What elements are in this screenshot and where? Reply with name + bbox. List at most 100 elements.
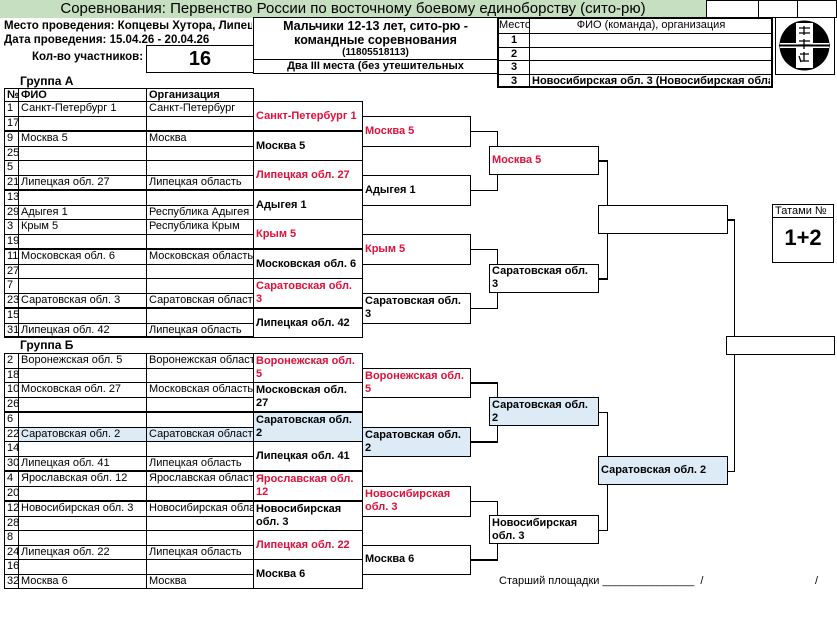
category-code: (11805518113) — [342, 47, 409, 58]
entry-name — [18, 515, 147, 531]
bracket-connector — [598, 160, 608, 162]
logo — [775, 17, 835, 75]
round1-match: Саратовская обл. 3 — [253, 278, 363, 308]
bracket-connector — [470, 559, 498, 561]
entry-num: 26 — [4, 396, 19, 412]
entry-num: 5 — [4, 160, 19, 176]
results-col-name: ФИО (команда), организация — [576, 19, 726, 31]
header-cell — [706, 0, 759, 18]
entry-num: 17 — [4, 115, 19, 131]
entry-name — [18, 396, 147, 412]
round1-match: Московская обл. 6 — [253, 249, 363, 279]
entry-num: 14 — [4, 441, 19, 457]
entry-org — [146, 190, 254, 206]
entry-num: 13 — [4, 190, 19, 206]
round2-match: Саратовская обл. 2 — [362, 426, 471, 457]
entry-num: 25 — [4, 145, 19, 161]
bracket-connector — [470, 441, 498, 443]
round2-match: Москва 5 — [362, 115, 471, 147]
entry-num: 6 — [4, 412, 19, 428]
entry-name — [18, 190, 147, 206]
round2-match: Москва 6 — [362, 544, 471, 575]
category-title: Мальчики 12-13 лет, сито-рю - — [283, 19, 468, 33]
entry-num: 18 — [4, 367, 19, 383]
entry-num: 20 — [4, 485, 19, 501]
round1-match: Москва 5 — [253, 131, 363, 161]
entry-name: Новосибирская обл. 3 — [18, 501, 147, 517]
round3-match: Саратовская обл. 2 — [489, 397, 599, 426]
result-name — [532, 48, 770, 61]
entry-org — [146, 367, 254, 383]
entry-org: Москва — [146, 131, 254, 147]
entry-num: 23 — [4, 292, 19, 308]
round2-match: Крым 5 — [362, 233, 471, 265]
entry-org: Липецкая область — [146, 455, 254, 471]
dates: Дата проведения: 15.04.26 - 20.04.26 — [4, 34, 210, 46]
round4-match — [598, 204, 728, 234]
header-cell — [797, 0, 837, 18]
round1-match: Адыгея 1 — [253, 190, 363, 220]
entry-num: 3 — [4, 219, 19, 235]
entry-name: Москва 6 — [18, 573, 147, 589]
entry-org: Саратовская область — [146, 292, 254, 308]
entry-name: Липецкая обл. 41 — [18, 455, 147, 471]
col-header-org: Организация — [146, 88, 254, 102]
entry-name: Крым 5 — [18, 219, 147, 235]
entry-num: 16 — [4, 559, 19, 575]
entry-org — [146, 115, 254, 131]
entry-org — [146, 485, 254, 501]
round1-match: Липецкая обл. 41 — [253, 441, 363, 471]
participants-count: 16 — [146, 45, 254, 73]
category-subtitle: командные соревнования — [294, 33, 457, 47]
results-row: 3 — [499, 61, 771, 75]
round1-match: Липецкая обл. 27 — [253, 160, 363, 190]
round1-match: Липецкая обл. 42 — [253, 308, 363, 338]
round1-match: Липецкая обл. 22 — [253, 530, 363, 560]
tatami-label: Татами № — [773, 205, 833, 218]
entry-org: Липецкая область — [146, 174, 254, 190]
entry-org: Новосибирская область — [146, 501, 254, 517]
group-a-label: Группа А — [20, 74, 74, 88]
round1-match: Новосибирская обл. 3 — [253, 501, 363, 531]
entry-name: Саратовская обл. 3 — [18, 292, 147, 308]
bracket-connector — [470, 382, 498, 384]
entry-org — [146, 441, 254, 457]
entry-num: 12 — [4, 501, 19, 517]
results-row: 2 — [499, 47, 771, 61]
col-header-num: № — [4, 88, 19, 102]
result-name — [532, 61, 770, 74]
venue: Место проведения: Копцевы Хутора, Липецк… — [4, 20, 252, 32]
entry-num: 30 — [4, 455, 19, 471]
competition-title: Соревнования: Первенство России по восто… — [0, 0, 706, 18]
entry-name — [18, 367, 147, 383]
round1-match: Саратовская обл. 2 — [253, 412, 363, 442]
entry-num: 9 — [4, 131, 19, 147]
signature-slash: / — [815, 575, 819, 587]
entry-org: Ярославская область — [146, 471, 254, 487]
round1-match: Ярославская обл. 12 — [253, 471, 363, 501]
entry-org: Московская область — [146, 382, 254, 398]
entry-num: 21 — [4, 174, 19, 190]
bracket-connector — [598, 411, 608, 413]
entry-name: Адыгея 1 — [18, 204, 147, 220]
entry-name: Московская обл. 27 — [18, 382, 147, 398]
entry-name — [18, 115, 147, 131]
entry-name — [18, 308, 147, 324]
karate-logo-icon — [779, 20, 830, 71]
judge-signature-line: Старший площадки _______________ / — [499, 575, 704, 587]
result-place: 3 — [499, 61, 530, 74]
round2-match: Адыгея 1 — [362, 174, 471, 206]
result-name — [532, 34, 770, 47]
participants-label: Кол-во участников: — [32, 51, 144, 63]
entry-num: 29 — [4, 204, 19, 220]
entry-name — [18, 530, 147, 546]
entry-num: 24 — [4, 544, 19, 560]
entry-org — [146, 308, 254, 324]
entry-org — [146, 278, 254, 294]
entry-num: 7 — [4, 278, 19, 294]
group-b-label: Группа Б — [20, 338, 74, 352]
entry-name: Москва 5 — [18, 131, 147, 147]
